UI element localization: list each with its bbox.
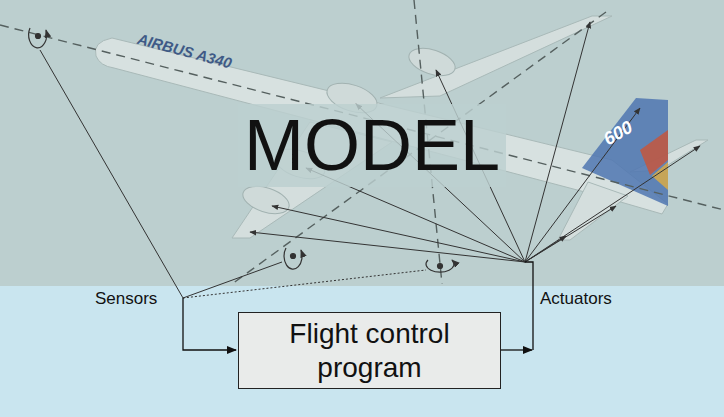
box-text: Flight control program [249, 317, 490, 384]
far-wing [380, 16, 612, 98]
tail-fin [582, 98, 668, 206]
sensors-label: Sensors [95, 289, 157, 309]
rotation-arrow [29, 28, 47, 48]
engine [239, 181, 292, 219]
sensor-wire [183, 298, 236, 350]
actuators-label: Actuators [540, 289, 612, 309]
rotation-axes [0, 0, 724, 284]
actuator-line [525, 206, 616, 262]
rotation-center [438, 264, 443, 269]
sensor-line [183, 270, 426, 298]
rotation-center [291, 254, 296, 259]
fuselage [95, 38, 668, 214]
model-watermark: MODEL [238, 104, 506, 187]
sensor-line [40, 50, 183, 298]
actuator-wire [501, 349, 532, 350]
actuator-wire [525, 262, 533, 350]
actuator-line [525, 108, 640, 262]
engine [405, 43, 458, 81]
rotation-arrow [426, 260, 454, 272]
actuator-line [272, 206, 525, 262]
roll-axis [0, 25, 724, 210]
program-box: Flight control program [238, 312, 501, 389]
rotation-arrow [284, 248, 302, 269]
actuator-line [525, 146, 700, 262]
rotation-center [36, 34, 41, 39]
actuator-line [250, 232, 525, 262]
actuator-line [525, 22, 590, 262]
near-stabilizer [558, 182, 628, 240]
